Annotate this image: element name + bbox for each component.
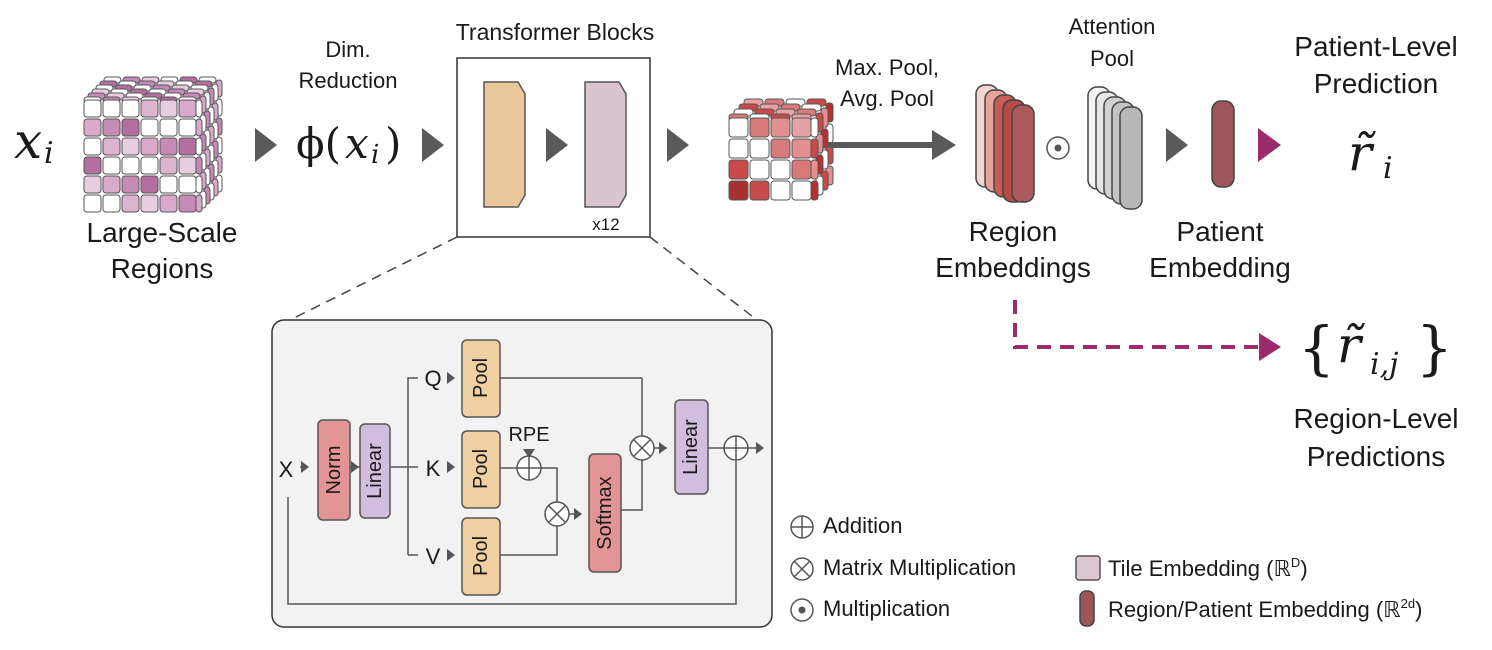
svg-text:Pool: Pool: [470, 449, 492, 489]
legend-multiplication-label: Multiplication: [823, 596, 950, 621]
svg-text:i: i: [371, 140, 379, 170]
legend-addition-icon: [790, 515, 814, 539]
output-linear-box: Linear: [674, 399, 709, 495]
patient-label: Patient: [1176, 216, 1263, 247]
rpe-addition-icon: [516, 455, 542, 481]
transformer-block: [584, 81, 627, 208]
svg-text:Norm: Norm: [323, 446, 345, 495]
svg-text:Linear: Linear: [680, 419, 702, 475]
phi-label: ϕ( x i ): [296, 119, 401, 170]
patient-prediction-symbol: r̃ i: [1348, 124, 1393, 186]
svg-text:{: {: [1298, 314, 1335, 382]
region-prediction-symbol: { r̃ i,j }: [1298, 314, 1453, 382]
legend-tile-label: Tile Embedding (ℝD): [1108, 555, 1308, 581]
svg-text:ϕ(: ϕ(: [296, 119, 341, 168]
qk-matmul-icon: [544, 501, 570, 527]
large-scale-regions-cube: [83, 76, 223, 213]
q-label: Q: [424, 366, 441, 391]
rpe-label: RPE: [508, 424, 549, 446]
v-label: V: [426, 544, 441, 569]
legend-matmul-label: Matrix Multiplication: [823, 555, 1016, 580]
pool-arrow-head: [932, 130, 956, 160]
legend-region-label: Region/Patient Embedding (ℝ2d): [1108, 596, 1422, 622]
legend-region-swatch: [1079, 590, 1095, 627]
patient-level-label: Patient-Level: [1294, 31, 1457, 62]
max-pool-label: Max. Pool,: [835, 55, 939, 80]
zoom-line-left: [289, 236, 458, 321]
pool-q-box: Pool: [461, 339, 501, 418]
reduction-label: Reduction: [298, 68, 397, 93]
linear-box: Linear: [359, 423, 391, 519]
svg-text:i: i: [44, 136, 54, 171]
svg-text:): ): [385, 119, 401, 168]
svg-text:i,j: i,j: [1370, 347, 1398, 382]
transformer-blocks-title: Transformer Blocks: [456, 19, 655, 45]
pool-k-box: Pool: [461, 430, 501, 509]
arrow-head-5: [1166, 128, 1188, 162]
transformer-input-block: [483, 81, 526, 208]
svg-text:r̃: r̃: [1337, 316, 1365, 374]
predictions-label: Predictions: [1307, 441, 1446, 472]
attention-pool-stack: [1087, 86, 1143, 210]
elementwise-product-icon: [1046, 136, 1070, 160]
x12-label: x12: [592, 215, 619, 234]
svg-text:Pool: Pool: [470, 358, 492, 398]
region-level-label: Region-Level: [1294, 403, 1459, 434]
arrow-head-1: [255, 128, 277, 162]
svg-text:}: }: [1416, 314, 1453, 382]
prediction-label: Prediction: [1314, 68, 1439, 99]
legend-addition-label: Addition: [823, 513, 903, 538]
svg-text:r̃: r̃: [1348, 124, 1376, 182]
svg-text:x: x: [14, 112, 42, 170]
softmax-box: Softmax: [588, 453, 622, 573]
arrow-head-2: [422, 128, 444, 162]
pool-v-box: Pool: [461, 517, 501, 596]
block-arrowheads: [301, 372, 764, 561]
svg-text:x: x: [345, 119, 369, 168]
svg-text:Softmax: Softmax: [594, 476, 616, 549]
svg-text:i: i: [1383, 151, 1393, 186]
svg-text:Pool: Pool: [470, 536, 492, 576]
transformed-regions-cube: [728, 98, 834, 201]
region-prediction-arrow-head: [1259, 333, 1281, 361]
k-label: K: [426, 456, 441, 481]
residual-addition-icon: [723, 435, 749, 461]
legend-multiplication-icon: [790, 598, 814, 622]
embedding-label: Embedding: [1149, 252, 1291, 283]
region-embeddings-stack: [975, 84, 1035, 203]
zoom-line-right: [649, 236, 758, 321]
legend-matmul-icon: [790, 557, 814, 581]
arrow-head-4: [667, 128, 689, 162]
avg-pool-label: Avg. Pool: [840, 86, 934, 111]
region-prediction-dashed-arrow: [1013, 300, 1262, 349]
large-scale-label: Large-Scale: [87, 217, 238, 248]
patient-embedding-bar: [1211, 100, 1235, 188]
regions-label: Regions: [111, 253, 214, 284]
attn-v-matmul-icon: [629, 435, 655, 461]
legend-tile-swatch: [1075, 555, 1101, 581]
arrow-head-3: [546, 128, 568, 162]
dim-label: Dim.: [325, 37, 370, 62]
norm-box: Norm: [317, 419, 351, 521]
block-x-label: X: [279, 457, 294, 482]
input-label: x i: [14, 112, 54, 171]
region-label: Region: [969, 216, 1058, 247]
svg-text:Linear: Linear: [364, 443, 386, 499]
attention-pool-label: Pool: [1090, 46, 1134, 71]
embeddings-label: Embeddings: [935, 252, 1091, 283]
attention-label: Attention: [1069, 14, 1156, 39]
purple-arrow-head: [1258, 128, 1281, 162]
